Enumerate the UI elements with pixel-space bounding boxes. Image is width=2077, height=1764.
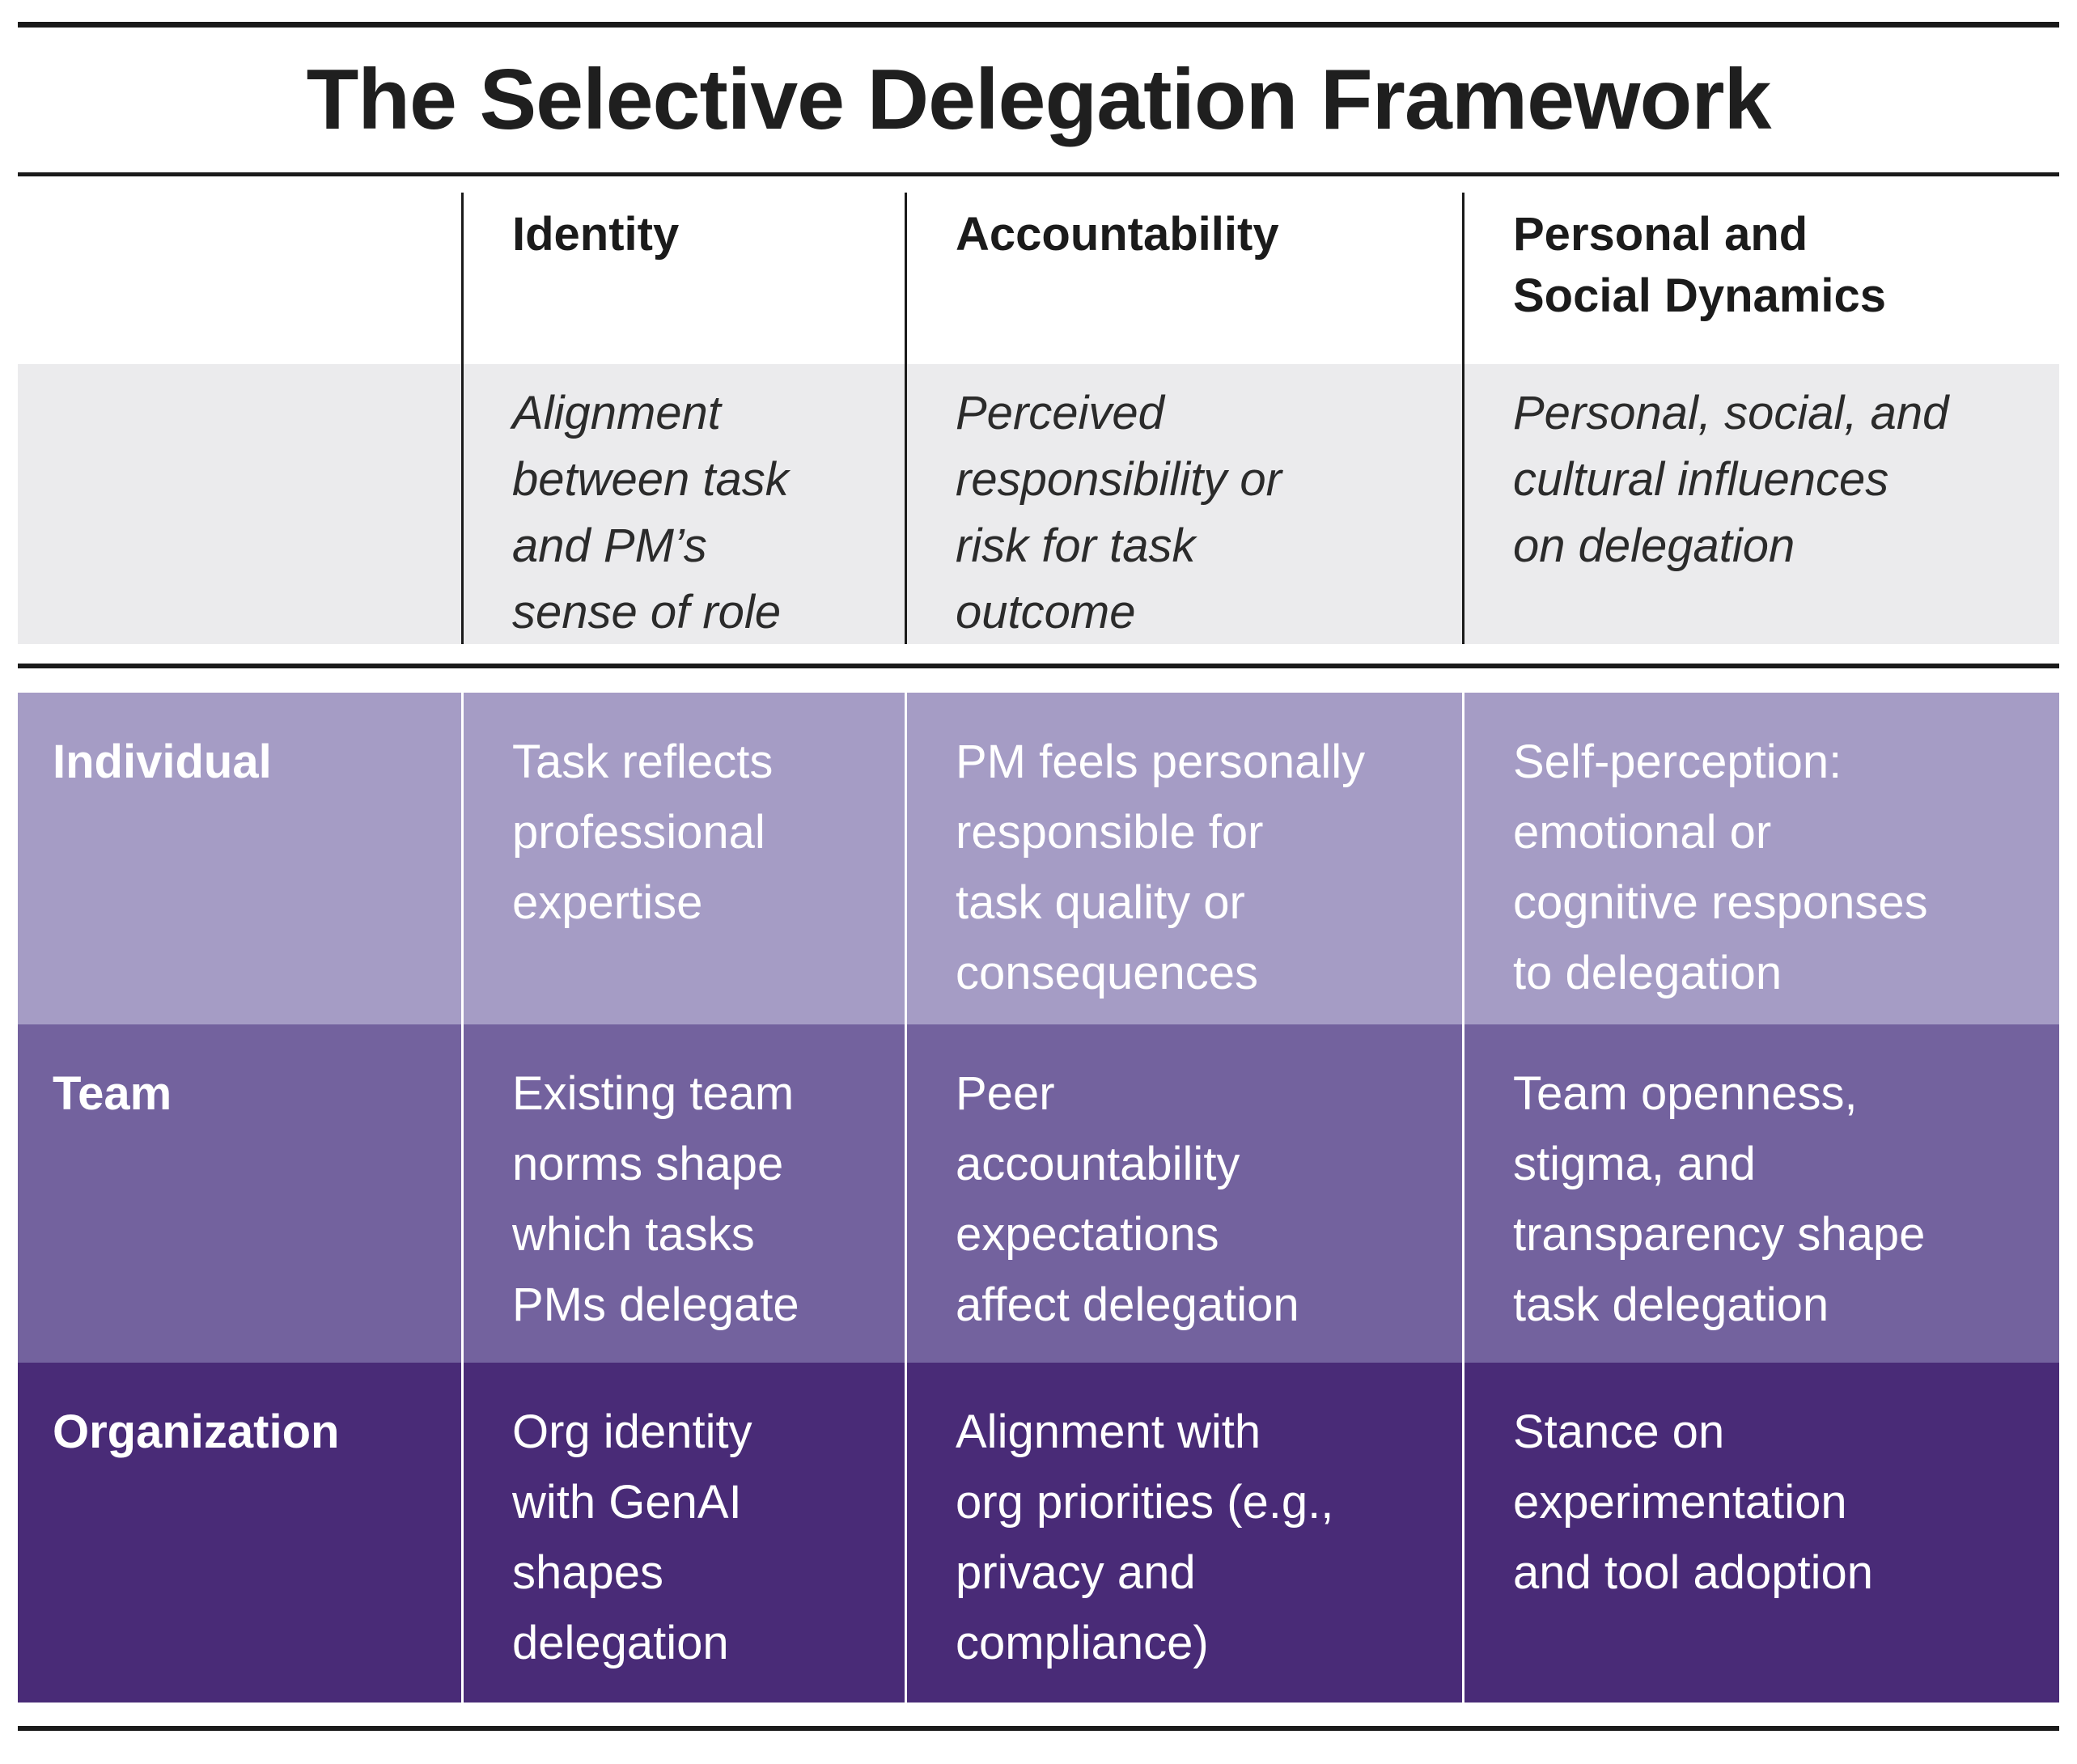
cell-team-identity: Existing team norms shape which tasks PM… — [512, 1067, 799, 1331]
bottom-rule — [18, 1726, 2059, 1731]
top-rule — [18, 22, 2059, 28]
description-spacer-cell — [18, 364, 461, 646]
row-label-team: Team — [53, 1067, 172, 1120]
cell-team-personal-social: Team openness, stigma, and transparency … — [1513, 1067, 1926, 1331]
mid-rule — [18, 664, 2059, 668]
column-header-accountability: Accountability — [956, 208, 1279, 261]
cell-organization-personal-social: Stance on experimentation and tool adopt… — [1513, 1406, 1874, 1599]
cell-team-accountability: Peer accountability expectations affect … — [956, 1067, 1299, 1331]
page-title: The Selective Delegation Framework — [306, 52, 1772, 147]
column-description-accountability: Perceived responsibility or risk for tas… — [956, 387, 1282, 638]
title-bottom-rule — [18, 172, 2059, 176]
column-header-row: Identity Accountability Personal and Soc… — [18, 176, 2059, 364]
selective-delegation-framework: The Selective Delegation Framework Ident… — [18, 22, 2059, 1731]
cell-individual-accountability: PM feels personally responsible for task… — [956, 736, 1366, 999]
column-description-personal-social-dynamics: Personal, social, and cultural influence… — [1513, 387, 1949, 572]
column-separator-1 — [461, 693, 464, 1703]
column-divider-1 — [461, 193, 464, 644]
column-description-identity: Alignment between task and PM’s sense of… — [512, 387, 789, 638]
cell-individual-identity: Task reflects professional expertise — [512, 736, 774, 929]
cell-organization-identity: Org identity with GenAI shapes delegatio… — [512, 1406, 752, 1669]
column-divider-2 — [905, 193, 907, 644]
row-individual: Individual Task reflects professional ex… — [18, 693, 2059, 1024]
column-description-row: Alignment between task and PM’s sense of… — [18, 364, 2059, 644]
header-spacer-cell — [18, 176, 461, 364]
matrix-section: Individual Task reflects professional ex… — [18, 693, 2059, 1703]
cell-individual-personal-social: Self-perception: emotional or cognitive … — [1513, 736, 1928, 999]
row-team: Team Existing team norms shape which tas… — [18, 1024, 2059, 1363]
column-separator-3 — [1462, 693, 1464, 1703]
row-label-organization: Organization — [53, 1406, 340, 1458]
column-separator-2 — [905, 693, 907, 1703]
row-organization: Organization Org identity with GenAI sha… — [18, 1363, 2059, 1703]
column-header-personal-social-dynamics: Personal and Social Dynamics — [1513, 208, 1886, 322]
column-header-section: Identity Accountability Personal and Soc… — [18, 176, 2059, 644]
cell-organization-accountability: Alignment with org priorities (e.g., pri… — [956, 1406, 1334, 1669]
column-header-identity: Identity — [512, 208, 680, 261]
row-label-individual: Individual — [53, 736, 272, 788]
column-divider-3 — [1462, 193, 1464, 644]
